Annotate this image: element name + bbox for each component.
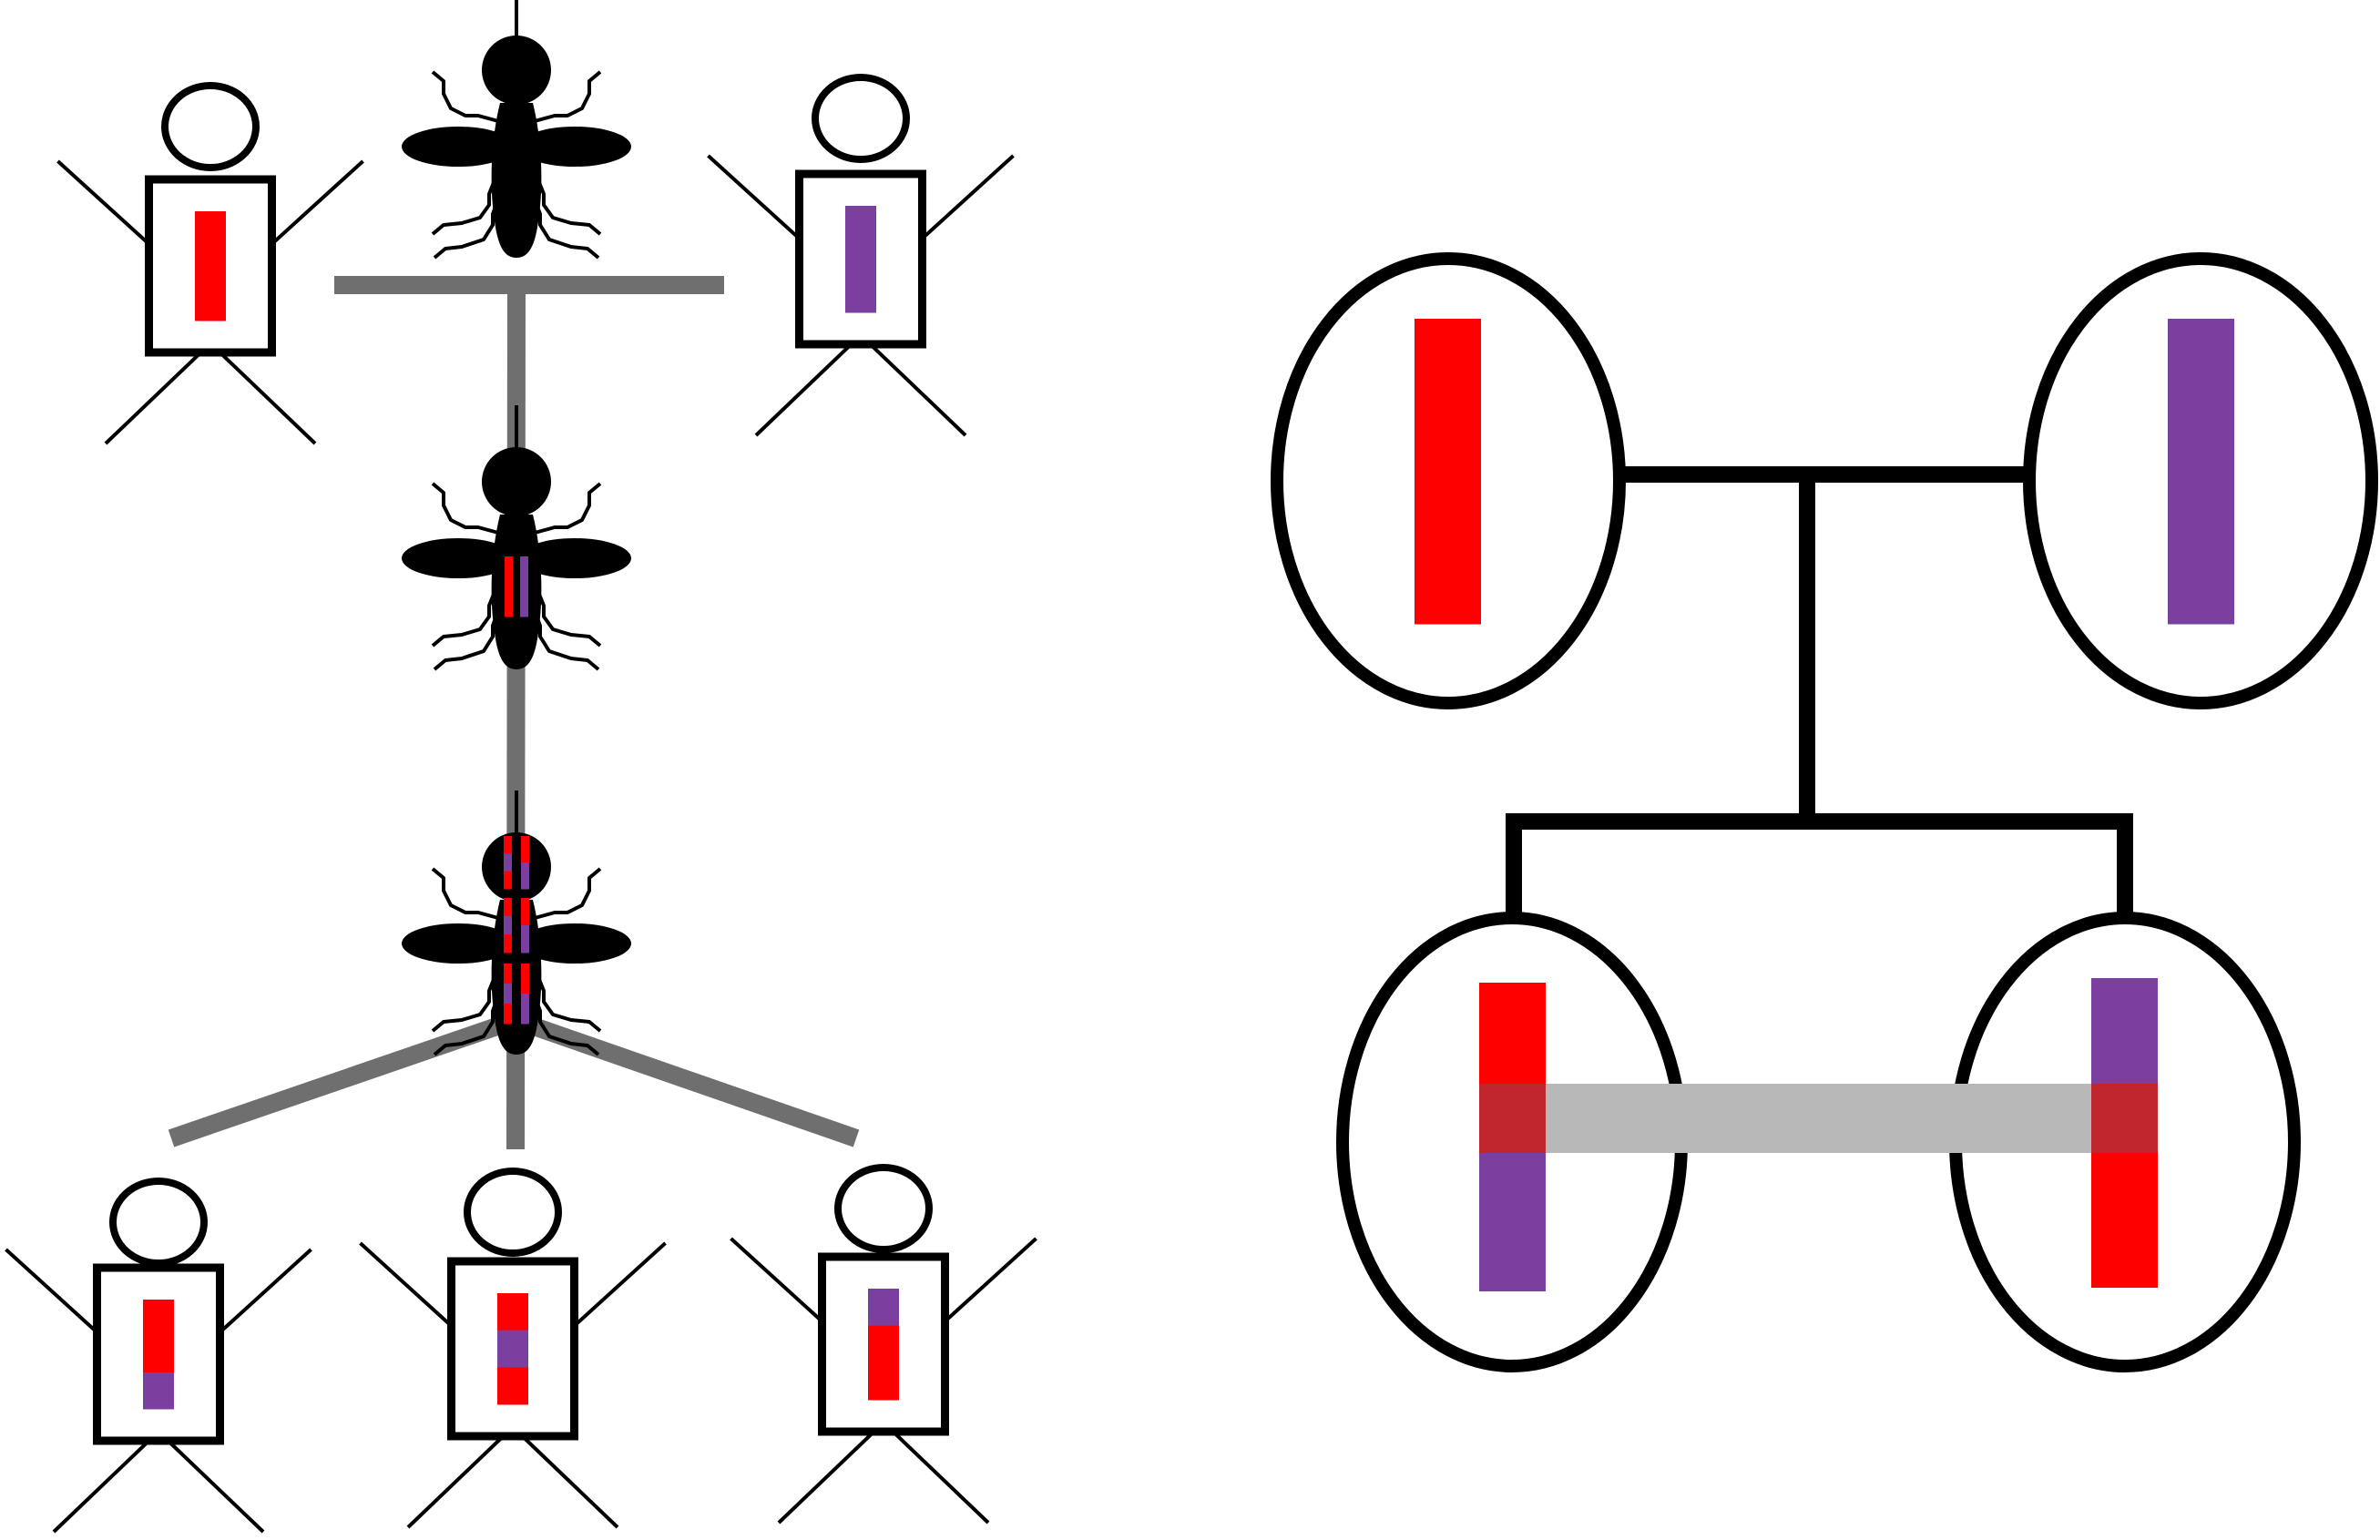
mosquito-icon: [400, 0, 633, 260]
chromosome-segment: [2091, 978, 2158, 1084]
chromosome-segment: [868, 1325, 899, 1363]
parent-figure-right: [707, 74, 1015, 437]
head: [109, 1178, 208, 1267]
chromosome-bar: [143, 1300, 174, 1410]
right-arm: [912, 154, 1015, 249]
chromosome-segment: [868, 1289, 899, 1327]
left-arm: [359, 1241, 462, 1336]
right-arm: [564, 1241, 667, 1336]
chromosome-segment: [521, 925, 529, 954]
left-leg: [104, 342, 212, 445]
offspring-figure: [359, 1168, 667, 1529]
chromosome-segment: [1479, 1084, 1546, 1153]
left-arm: [730, 1237, 832, 1331]
chromosome-segment: [521, 862, 529, 890]
shared-segment-band: [1546, 1084, 2091, 1153]
mosquito-chromosome-a: [505, 556, 513, 617]
parent-chromosome-right: [2168, 319, 2234, 625]
chromosome-segment: [504, 984, 512, 1005]
right-arm: [209, 1248, 312, 1342]
chromosome-segment: [2168, 319, 2234, 625]
chromosome-bar: [195, 211, 226, 321]
recombined-chromosome: [521, 898, 529, 954]
chromosome-segment: [195, 211, 226, 321]
chromosome-segment: [143, 1372, 174, 1410]
chromosome-segment: [504, 916, 512, 935]
mosquito-icon: [400, 789, 633, 1056]
recombined-chromosome: [504, 898, 512, 954]
left-leg: [777, 1421, 885, 1525]
left-leg: [406, 1425, 515, 1529]
chromosome-segment: [504, 964, 512, 984]
head: [812, 74, 910, 163]
offspring-figure: [730, 1164, 1037, 1525]
head: [161, 82, 260, 171]
chromosome-segment: [497, 1330, 528, 1368]
chromosome-segment: [504, 836, 512, 854]
chromosome-segment: [1479, 1153, 1546, 1291]
left-leg: [52, 1430, 160, 1534]
chromosome-segment: [143, 1336, 174, 1373]
chromosome-segment: [504, 871, 512, 890]
chromosome-segment: [521, 964, 529, 994]
chromosome-segment: [521, 836, 529, 863]
recombined-chromosome: [504, 836, 512, 890]
parent-figure-left: [56, 82, 364, 445]
chromosome-segment: [497, 1293, 528, 1331]
chromosome-segment: [521, 898, 529, 926]
left-panel: [5, 0, 1037, 1534]
mosquito-silhouette: [400, 0, 633, 260]
chromosome-segment: [504, 898, 512, 917]
sibship-line: [1506, 813, 2133, 920]
left-leg: [754, 333, 863, 437]
right-leg: [511, 1425, 619, 1529]
left-arm: [56, 159, 159, 254]
chromosome-segment: [143, 1300, 174, 1337]
right-panel: [1271, 252, 2378, 1372]
right-leg: [882, 1421, 990, 1525]
left-arm: [707, 154, 810, 249]
chromosome-segment: [497, 1367, 528, 1405]
right-arm: [261, 159, 364, 254]
child-chromosome-left: [1479, 983, 1546, 1291]
mosquito-silhouette: [400, 403, 633, 671]
chromosome-segment: [504, 934, 512, 954]
right-leg: [157, 1430, 265, 1534]
offspring-connector-left: [168, 1011, 519, 1147]
chromosome-bar: [497, 1293, 528, 1405]
parent-chromosome-left: [1415, 319, 1481, 625]
chromosome-segment: [504, 853, 512, 872]
head: [464, 1168, 562, 1257]
mosquito-chromosome-b: [520, 556, 528, 617]
recombined-chromosome: [504, 964, 512, 1025]
right-leg: [209, 342, 317, 445]
head: [834, 1164, 933, 1253]
offspring-connector-right: [512, 1011, 860, 1147]
chromosome-bar: [868, 1289, 899, 1401]
mosquito-icon: [400, 403, 633, 671]
chromosome-segment: [2091, 1153, 2158, 1288]
chromosome-segment: [520, 556, 528, 617]
chromosome-segment: [504, 1004, 512, 1025]
chromosome-segment: [2091, 1084, 2158, 1153]
recombined-chromosome: [521, 836, 529, 890]
offspring-figure: [5, 1178, 312, 1534]
right-arm: [935, 1237, 1037, 1331]
left-arm: [5, 1248, 107, 1342]
chromosome-bar: [845, 206, 876, 313]
chromosome-segment: [521, 994, 529, 1025]
chromosome-segment: [505, 556, 513, 617]
chromosome-segment: [1479, 983, 1546, 1084]
mosquito-silhouette: [400, 789, 633, 1056]
chromosome-segment: [1415, 319, 1481, 625]
child-chromosome-right: [2091, 978, 2158, 1288]
recombined-chromosome: [521, 964, 529, 1025]
chromosome-segment: [868, 1362, 899, 1401]
chromosome-segment: [845, 206, 876, 313]
right-leg: [859, 333, 967, 437]
